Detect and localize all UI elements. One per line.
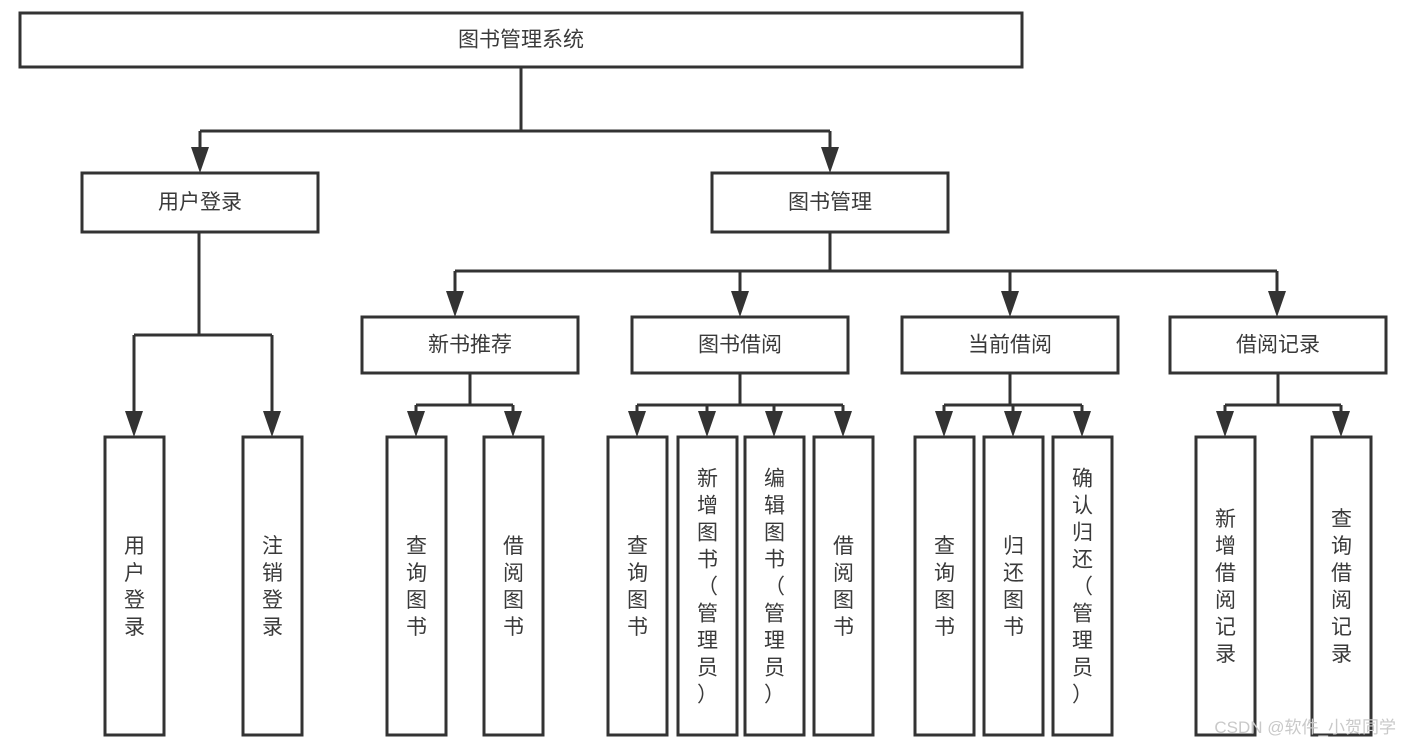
arrow-head-icon	[263, 411, 281, 437]
node-box[interactable]	[1194, 435, 1257, 737]
node-borrow-record[interactable]: 借阅记录	[1168, 315, 1388, 375]
arrow-head-icon	[935, 411, 953, 437]
node-label: 查询图书	[934, 535, 955, 639]
connector-from-current-borrow	[935, 373, 1091, 437]
connector-from-book-manage	[446, 232, 1286, 317]
node-leaf-user-login[interactable]: 用户登录	[103, 435, 166, 737]
node-box[interactable]	[385, 435, 448, 737]
node-new-book-rec[interactable]: 新书推荐	[360, 315, 580, 375]
node-label: 图书管理	[788, 191, 872, 214]
node-box[interactable]	[360, 315, 580, 375]
node-box[interactable]	[1051, 435, 1114, 737]
csdn-watermark: CSDN @软件_小贺同学	[1214, 718, 1396, 737]
node-label: 归还图书	[1003, 535, 1024, 639]
arrow-head-icon	[1332, 411, 1350, 437]
node-box[interactable]	[710, 171, 950, 234]
arrow-head-icon	[504, 411, 522, 437]
node-label: 新增图书（管理员）	[697, 468, 718, 707]
node-box[interactable]	[743, 435, 806, 737]
node-label: 查询图书	[406, 535, 427, 639]
arrow-head-icon	[628, 411, 646, 437]
connector-from-root	[191, 67, 839, 173]
node-label: 当前借阅	[968, 334, 1052, 357]
connector-from-borrow-record	[1216, 373, 1350, 437]
arrow-head-icon	[191, 147, 209, 173]
arrow-head-icon	[1268, 291, 1286, 317]
node-leaf-confirm-return[interactable]: 确认归还（管理员）	[1051, 435, 1114, 737]
node-label: 借阅记录	[1236, 334, 1320, 357]
node-box[interactable]	[606, 435, 669, 737]
node-label: 新增借阅记录	[1215, 508, 1236, 666]
arrow-head-icon	[446, 291, 464, 317]
node-box[interactable]	[900, 315, 1120, 375]
node-leaf-query-record[interactable]: 查询借阅记录	[1310, 435, 1373, 737]
node-label: 新书推荐	[428, 334, 512, 357]
arrow-head-icon	[1004, 411, 1022, 437]
node-book-manage[interactable]: 图书管理	[710, 171, 950, 234]
node-box[interactable]	[482, 435, 545, 737]
arrow-head-icon	[698, 411, 716, 437]
node-root[interactable]: 图书管理系统	[18, 11, 1024, 69]
node-label: 用户登录	[158, 191, 242, 214]
node-leaf-query-book-2[interactable]: 查询图书	[606, 435, 669, 737]
node-user-login[interactable]: 用户登录	[80, 171, 320, 234]
node-leaf-borrow-book-1[interactable]: 借阅图书	[482, 435, 545, 737]
node-label: 图书借阅	[698, 334, 782, 357]
node-leaf-edit-book[interactable]: 编辑图书（管理员）	[743, 435, 806, 737]
node-label: 用户登录	[124, 535, 145, 639]
node-leaf-borrow-book-2[interactable]: 借阅图书	[812, 435, 875, 737]
node-box[interactable]	[241, 435, 304, 737]
node-box[interactable]	[1168, 315, 1388, 375]
node-label: 查询图书	[627, 535, 648, 639]
node-box[interactable]	[80, 171, 320, 234]
arrow-head-icon	[125, 411, 143, 437]
node-box[interactable]	[913, 435, 976, 737]
node-box[interactable]	[676, 435, 739, 737]
arrow-head-icon	[407, 411, 425, 437]
node-label: 图书管理系统	[458, 29, 584, 52]
node-leaf-query-book-3[interactable]: 查询图书	[913, 435, 976, 737]
node-label: 借阅图书	[833, 535, 854, 639]
node-current-borrow[interactable]: 当前借阅	[900, 315, 1120, 375]
arrow-head-icon	[1073, 411, 1091, 437]
connector-from-book-borrow	[628, 373, 852, 437]
node-label: 查询借阅记录	[1331, 508, 1352, 666]
connector-from-user-login	[125, 232, 281, 437]
node-leaf-add-record[interactable]: 新增借阅记录	[1194, 435, 1257, 737]
node-label: 借阅图书	[503, 535, 524, 639]
arrow-head-icon	[821, 147, 839, 173]
node-book-borrow[interactable]: 图书借阅	[630, 315, 850, 375]
node-label: 注销登录	[262, 535, 283, 639]
node-box[interactable]	[103, 435, 166, 737]
connector-from-new-book-rec	[407, 373, 522, 437]
node-box[interactable]	[982, 435, 1045, 737]
node-leaf-add-book[interactable]: 新增图书（管理员）	[676, 435, 739, 737]
node-box[interactable]	[630, 315, 850, 375]
node-box[interactable]	[812, 435, 875, 737]
arrow-head-icon	[834, 411, 852, 437]
node-box[interactable]	[1310, 435, 1373, 737]
nodes-layer: 图书管理系统用户登录图书管理新书推荐图书借阅当前借阅借阅记录用户登录注销登录查询…	[18, 11, 1388, 737]
node-leaf-return-book[interactable]: 归还图书	[982, 435, 1045, 737]
arrow-head-icon	[1001, 291, 1019, 317]
arrow-head-icon	[731, 291, 749, 317]
arrow-head-icon	[765, 411, 783, 437]
node-label: 编辑图书（管理员）	[764, 468, 785, 707]
node-leaf-query-book-1[interactable]: 查询图书	[385, 435, 448, 737]
node-label: 确认归还（管理员）	[1072, 468, 1093, 707]
connectors-layer	[125, 67, 1350, 437]
arrow-head-icon	[1216, 411, 1234, 437]
node-box[interactable]	[18, 11, 1024, 69]
node-leaf-user-logout[interactable]: 注销登录	[241, 435, 304, 737]
